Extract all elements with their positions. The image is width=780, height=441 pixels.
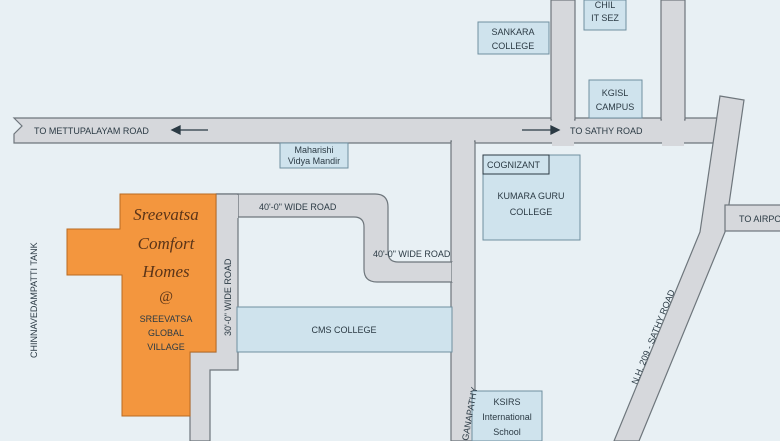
arrow-east-icon	[550, 124, 561, 136]
cognizant-label: COGNIZANT	[487, 160, 541, 170]
project-at: @	[159, 289, 173, 305]
arrow-west-icon	[170, 124, 181, 136]
sankara-college-box	[477, 21, 550, 55]
ksirs-line-2: International	[482, 412, 532, 422]
junction-ganapathy	[452, 140, 474, 148]
cms-college-label: CMS COLLEGE	[311, 325, 376, 335]
ksirs-line-3: School	[493, 427, 521, 437]
project-location-line-3: VILLAGE	[147, 342, 185, 352]
label-40ft-b: 40'-0" WIDE ROAD	[373, 249, 451, 259]
junction-sankara	[552, 116, 574, 146]
junction-kgisl	[662, 116, 684, 146]
road-airport	[724, 204, 780, 232]
project-name-line-2: Comfort	[138, 234, 196, 253]
project-location-line-1: SREEVATSA	[140, 314, 193, 324]
junction-40ft	[452, 262, 474, 282]
maharishi-box	[279, 142, 349, 169]
sankara-line-2: COLLEGE	[492, 41, 535, 51]
label-west-road: TO METTUPALAYAM ROAD	[34, 126, 149, 136]
maharishi-line-1: Maharishi	[294, 145, 333, 155]
cognizant-box	[482, 154, 550, 175]
ksirs-box	[471, 390, 543, 441]
label-30ft: 30'-0" WIDE ROAD	[223, 258, 233, 336]
project-name-line-1: Sreevatsa	[133, 205, 198, 224]
label-tank: CHINNAVEDAMPATTI TANK	[29, 242, 39, 358]
kumaraguru-line-2: COLLEGE	[510, 207, 553, 217]
kumaraguru-line-1: KUMARA GURU	[497, 191, 564, 201]
ksirs-line-1: KSIRS	[493, 397, 520, 407]
chil-sez-box	[583, 0, 627, 31]
chil-line-1: CHIL	[595, 0, 616, 10]
junction-30ft	[217, 195, 238, 218]
direction-arrows	[170, 124, 561, 136]
road-kgisl	[660, 0, 686, 121]
project-name-line-3: Homes	[141, 262, 190, 281]
road-nh209	[613, 95, 745, 441]
chil-line-2: IT SEZ	[591, 13, 619, 23]
sreevatsa-project-plot	[66, 193, 217, 417]
road-40ft	[216, 193, 453, 283]
kgisl-line-1: KGISL	[602, 88, 629, 98]
maharishi-line-2: Vidya Mandir	[288, 156, 340, 166]
kgisl-campus-box	[588, 79, 643, 119]
kgisl-line-2: CAMPUS	[596, 102, 635, 112]
road-sankara	[550, 0, 576, 121]
project-location-line-2: GLOBAL	[148, 328, 184, 338]
sankara-line-1: SANKARA	[491, 27, 534, 37]
label-airport: TO AIRPORT	[739, 214, 780, 224]
cms-college-block	[236, 306, 453, 353]
label-east-road: TO SATHY ROAD	[570, 126, 643, 136]
label-40ft-a: 40'-0" WIDE ROAD	[259, 202, 337, 212]
